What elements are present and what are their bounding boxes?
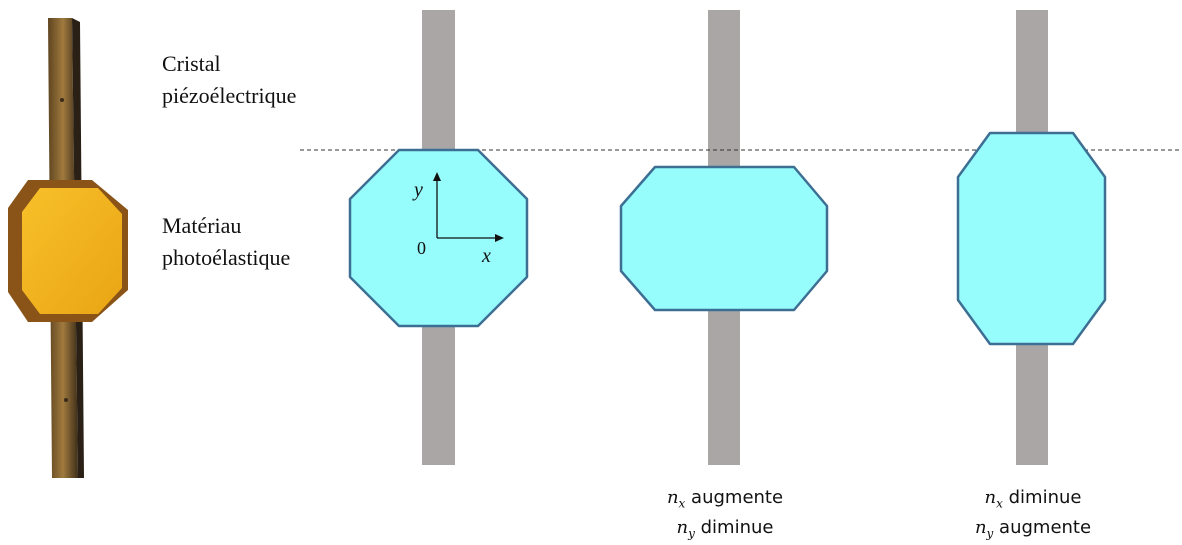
crystal-octagon-wide	[621, 167, 827, 310]
materiau-label-line2: photoélastique	[162, 242, 290, 274]
caption-middle: nx augmente ny diminue	[640, 486, 810, 545]
y-axis-label: y	[414, 174, 423, 206]
cristal-label-line1: Cristal	[162, 48, 296, 80]
materiau-label: Matériau photoélastique	[162, 210, 290, 274]
caption-middle-line2: ny diminue	[640, 516, 810, 545]
origin-label: 0	[417, 232, 426, 264]
x-axis-label: x	[482, 240, 491, 272]
caption-right-line2: ny augmente	[948, 516, 1118, 545]
materiau-label-line1: Matériau	[162, 210, 290, 242]
cristal-label: Cristal piézoélectrique	[162, 48, 296, 112]
caption-right-line1: nx diminue	[948, 486, 1118, 516]
caption-right: nx diminue ny augmente	[948, 486, 1118, 545]
crystal-octagon-tall	[958, 133, 1105, 344]
caption-middle-line1: nx augmente	[640, 486, 810, 516]
cristal-label-line2: piézoélectrique	[162, 80, 296, 112]
